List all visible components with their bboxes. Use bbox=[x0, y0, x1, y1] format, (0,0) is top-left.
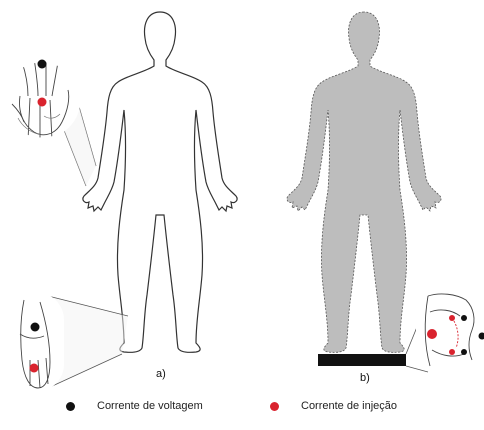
foot-drawing-b bbox=[416, 290, 484, 370]
panel-label-b: b) bbox=[360, 372, 370, 384]
panel-label-a: a) bbox=[156, 368, 166, 380]
voltage-electrode-toe-b-4 bbox=[461, 349, 467, 355]
voltage-electrode-toe-b-2 bbox=[461, 315, 467, 321]
legend-swatch-injection bbox=[270, 402, 279, 411]
foot-callout-b bbox=[406, 290, 484, 372]
legend-item-voltage: Corrente de voltagem bbox=[66, 400, 203, 412]
foot-drawing-a bbox=[8, 292, 64, 392]
voltage-electrode-toe-b-1 bbox=[449, 315, 455, 321]
foot-callout bbox=[8, 292, 128, 392]
voltage-electrode-hand bbox=[38, 60, 47, 69]
hand-callout bbox=[0, 58, 96, 186]
injection-electrode-hand bbox=[38, 98, 47, 107]
body-outline-a bbox=[83, 12, 237, 352]
injection-electrode-foot-a bbox=[30, 364, 39, 373]
legend-swatch-voltage bbox=[66, 402, 75, 411]
body-filled-b bbox=[287, 12, 441, 352]
legend-label-injection: Corrente de injeção bbox=[301, 400, 397, 412]
voltage-electrode-toe-b-3 bbox=[449, 349, 455, 355]
legend-item-injection: Corrente de injeção bbox=[270, 400, 397, 412]
electrode-platform bbox=[318, 354, 406, 366]
injection-electrode-heel-b bbox=[427, 329, 437, 339]
legend-label-voltage: Corrente de voltagem bbox=[97, 400, 203, 412]
voltage-electrode-foot-a bbox=[31, 323, 40, 332]
